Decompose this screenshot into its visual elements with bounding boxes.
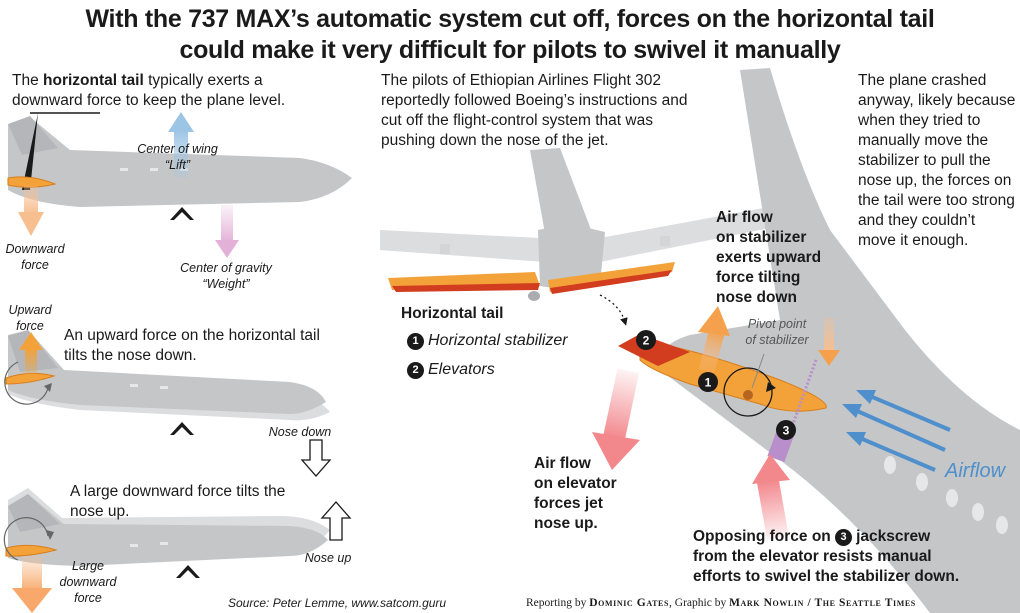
- page-title: With the 737 MAX’s automatic system cut …: [0, 4, 1020, 66]
- nose-down-label: Nose down: [268, 425, 332, 439]
- legend-number-1: 1: [407, 333, 424, 350]
- svg-text:2: 2: [643, 334, 650, 348]
- horizontal-tail-heading: Horizontal tail: [401, 305, 504, 322]
- airflow-label: Airflow: [945, 460, 1006, 482]
- gravity-label: Center of gravity“Weight”: [180, 261, 272, 291]
- badge-3: 3: [776, 420, 796, 440]
- svg-text:3: 3: [783, 424, 790, 438]
- right-description: The plane crashed anyway, likely because…: [858, 72, 1016, 249]
- large-downward-force-arrow: [12, 556, 52, 613]
- plane-rear-view: [380, 148, 780, 326]
- middle-description: The pilots of Ethiopian Airlines Flight …: [381, 72, 688, 149]
- outlet-name: / The Seattle Times: [803, 597, 916, 609]
- reporter-name: Dominic Gates: [589, 597, 670, 609]
- upward-force-arrow: [19, 332, 43, 376]
- source-credit: Source: Peter Lemme, www.satcom.guru: [228, 596, 447, 610]
- elevator-force-arrow: [592, 368, 640, 470]
- badge-1: 1: [698, 372, 718, 392]
- legend-number-2: 2: [407, 362, 424, 379]
- opposing-number-3: 3: [835, 529, 853, 546]
- stabilizer-upward-arrow: [698, 306, 730, 374]
- graphic-artist-name: Mark Nowlin: [729, 597, 804, 609]
- badge-2: 2: [636, 330, 656, 350]
- airflow-arrows: [842, 390, 951, 472]
- jackscrew-down-arrow: [818, 318, 840, 366]
- opposing-force-arrow: [752, 454, 790, 540]
- horizontal-tail-term: horizontal tail: [43, 72, 144, 89]
- panel2-description: An upward force on the horizontal tail t…: [64, 327, 320, 364]
- plane-nose-up: [3, 488, 352, 578]
- gravity-arrow: [215, 205, 239, 258]
- nose-up-label: Nose up: [304, 551, 352, 565]
- lift-label: Center of wing“Lift”: [137, 142, 218, 172]
- downward-force-arrow: [18, 186, 44, 236]
- plane-nose-down: [4, 330, 332, 477]
- title-line-1: With the 737 MAX’s automatic system cut …: [85, 5, 935, 33]
- fuselage-closeup: [659, 68, 1020, 613]
- panel3-description: A large downward force tilts the nose up…: [70, 483, 286, 520]
- title-line-2: could make it very difficult for pilots …: [179, 36, 841, 64]
- svg-text:1: 1: [705, 376, 712, 390]
- byline-credit: Reporting by Dominic Gates, Graphic by M…: [526, 597, 916, 609]
- lift-arrow: [168, 112, 194, 178]
- panel1-description: The horizontal tail typically exerts a d…: [12, 72, 286, 109]
